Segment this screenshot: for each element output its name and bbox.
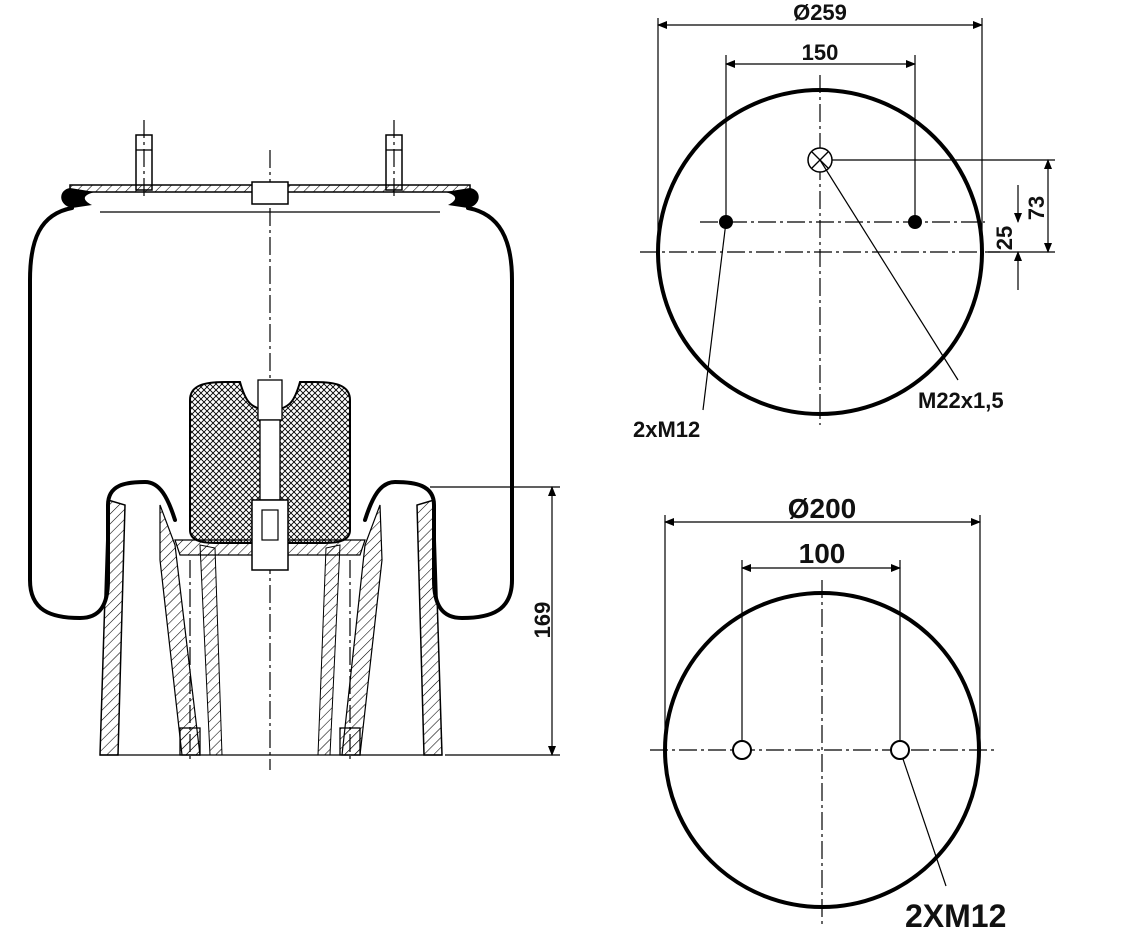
holes-leader xyxy=(902,758,947,887)
inlet-leader xyxy=(819,159,959,381)
studs-label: 2xM12 xyxy=(633,417,700,442)
piston-web-right xyxy=(317,544,341,756)
stud-hole-right xyxy=(908,215,922,229)
air-inlet-boss xyxy=(251,181,289,205)
piston-web-left xyxy=(199,544,223,756)
d200-label: Ø200 xyxy=(788,493,857,524)
d25-label: 25 xyxy=(992,226,1017,250)
bump-stop-shaft xyxy=(259,419,281,501)
d73-label: 73 xyxy=(1024,196,1049,220)
bellows-outline xyxy=(28,206,514,620)
side-view: 169 xyxy=(28,120,560,770)
stud-right xyxy=(385,120,403,200)
bottom-plate-view: Ø200 100 2XM12 xyxy=(650,493,1006,933)
d150-label: 150 xyxy=(802,40,839,65)
stud-left xyxy=(135,120,153,200)
height-dimension-label: 169 xyxy=(530,602,555,639)
d259-label: Ø259 xyxy=(793,0,847,25)
holes-label: 2XM12 xyxy=(905,898,1006,933)
d100-label: 100 xyxy=(799,538,846,569)
piston-right-shell xyxy=(416,499,443,756)
bump-stop-bolt-head xyxy=(261,509,279,541)
top-plate-left-bead xyxy=(61,188,95,208)
bottom-hole-right xyxy=(890,740,910,760)
bump-stop-bore xyxy=(257,379,283,421)
bottom-hole-left xyxy=(732,740,752,760)
piston-left-shell xyxy=(99,499,126,756)
top-plate-right-bead xyxy=(445,188,479,208)
studs-leader xyxy=(702,221,727,411)
top-plate-view: Ø259 150 73 25 2xM12 M22x1,5 xyxy=(633,0,1055,442)
inlet-label: M22x1,5 xyxy=(918,388,1004,413)
